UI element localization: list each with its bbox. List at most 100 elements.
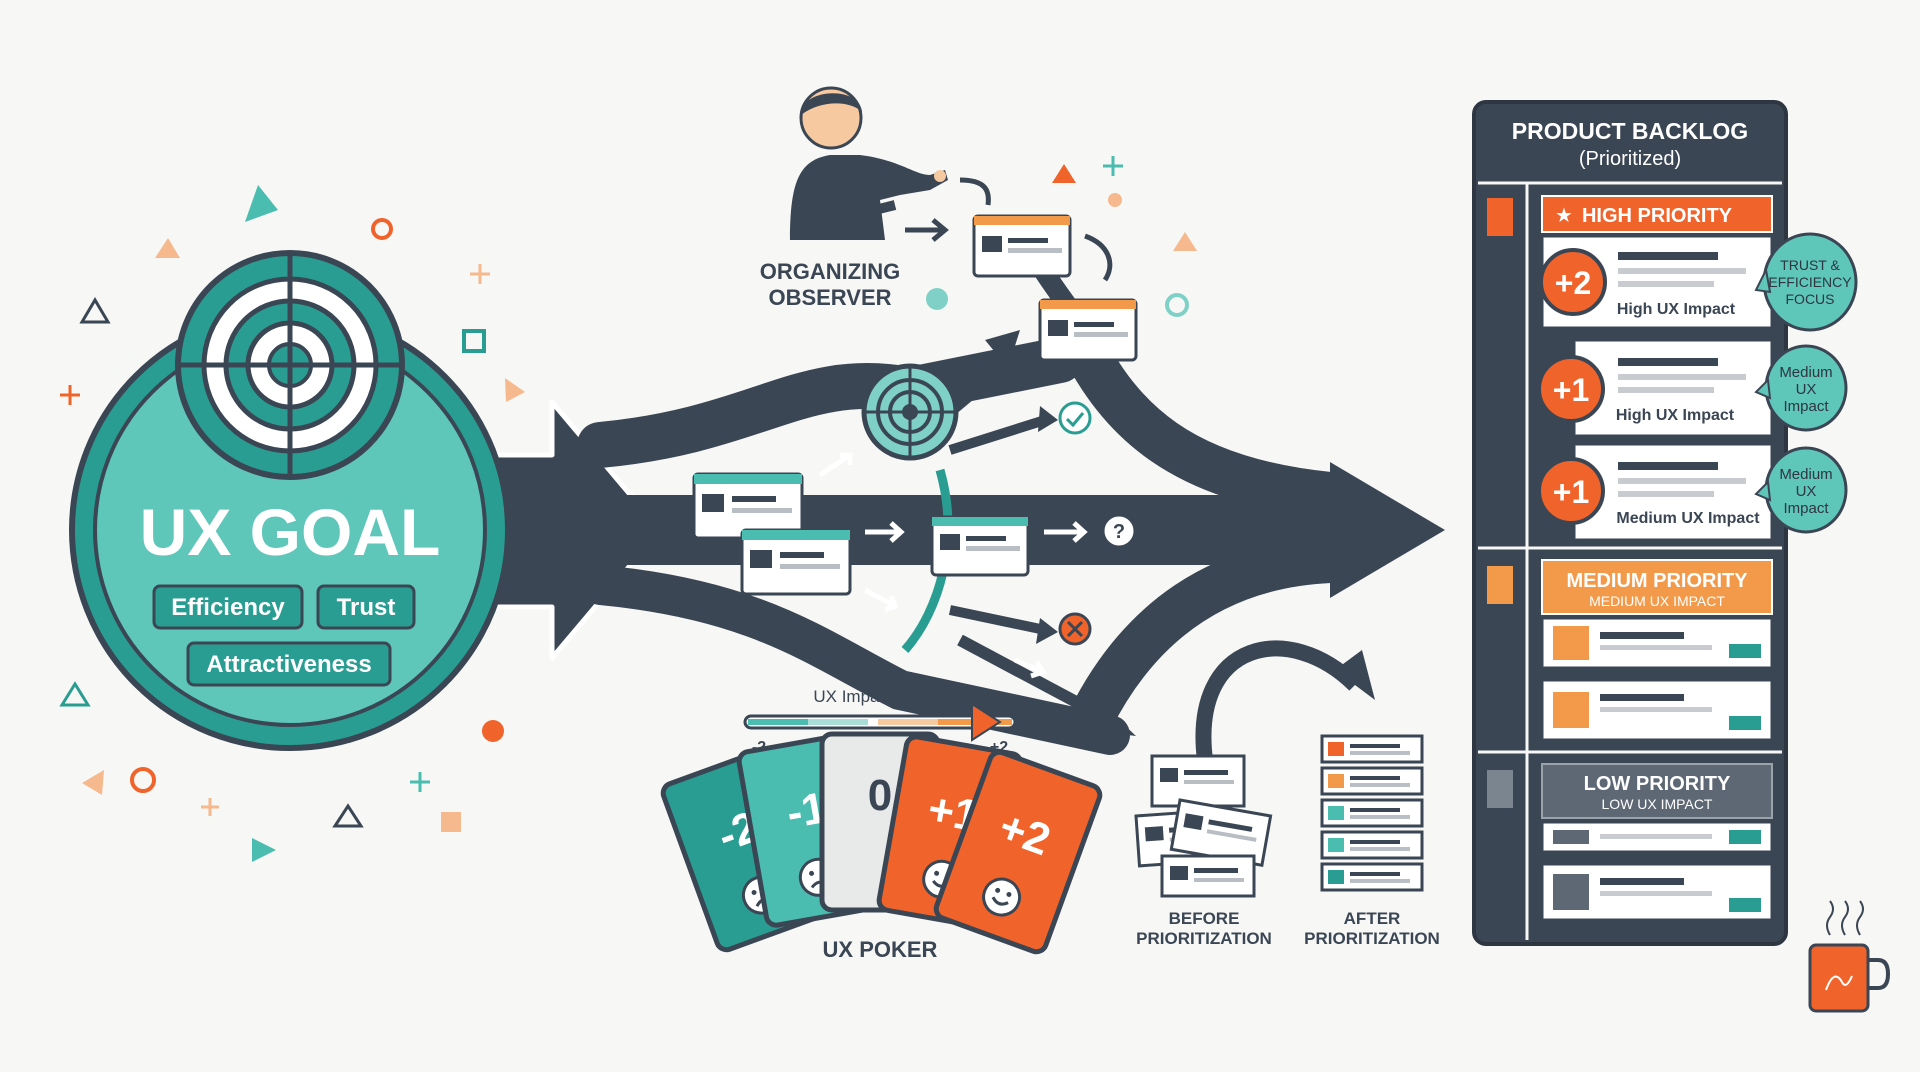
stream-arrow <box>948 605 1047 635</box>
impact-bubble: Medium UX Impact <box>1754 344 1848 432</box>
after-label-line2: PRIORITIZATION <box>1304 929 1440 948</box>
triangle-icon <box>155 238 180 258</box>
before-label-line1: BEFORE <box>1169 909 1240 928</box>
poker-card-plus2: +2 <box>933 749 1103 955</box>
curved-arrow-icon <box>1084 233 1113 282</box>
triangle-icon <box>505 378 525 402</box>
bubble-line: UX <box>1796 381 1817 398</box>
svg-text:?: ? <box>1113 521 1125 543</box>
bubble-line: Impact <box>1783 398 1829 415</box>
circle-icon <box>482 720 504 742</box>
stream-arrow <box>948 415 1047 455</box>
triangle-icon <box>79 297 111 324</box>
star-icon: ★ <box>1555 205 1573 227</box>
chip-efficiency <box>152 584 304 630</box>
plus-icon <box>1103 156 1123 176</box>
stream-arrow <box>957 634 1113 726</box>
unsorted-cards <box>1134 754 1273 898</box>
low-priority-header <box>1541 763 1773 819</box>
triangle-icon <box>245 185 278 222</box>
flow-card <box>740 528 852 596</box>
circle-icon <box>130 767 156 793</box>
flow-card <box>930 515 1030 577</box>
triangle-icon <box>82 770 104 795</box>
bubble-line: FOCUS <box>1786 291 1835 307</box>
triangle-icon <box>332 803 364 828</box>
chip-attractiveness-label: Attractiveness <box>206 651 371 678</box>
medium-priority-sub: MEDIUM UX IMPACT <box>1589 593 1725 609</box>
pointer-icon <box>971 702 1002 742</box>
backlog-item <box>1540 862 1774 922</box>
circle-icon <box>926 288 948 310</box>
check-icon <box>1058 401 1092 435</box>
priority-marker-high <box>1487 198 1513 236</box>
question-icon: ? <box>1101 513 1137 549</box>
chip-trust <box>316 584 416 630</box>
impact-bubble: Medium UX Impact <box>1754 446 1848 534</box>
chip-attractiveness <box>186 641 392 687</box>
bubble-line: Medium <box>1779 364 1832 381</box>
circle-icon <box>371 218 393 240</box>
bubble-line: UX <box>1796 483 1817 500</box>
score-badge: +1 <box>1537 355 1605 423</box>
backlog-title: PRODUCT BACKLOG <box>1512 118 1748 144</box>
chip-trust-label: Trust <box>337 594 396 621</box>
circle-icon <box>1108 193 1122 207</box>
backlog-item <box>1540 616 1774 670</box>
product-backlog: PRODUCT BACKLOG (Prioritized) ★ HIGH PRI… <box>1472 100 1788 946</box>
score-badge: +1 <box>1537 457 1605 525</box>
sorted-cards <box>1320 734 1424 892</box>
plus-icon <box>60 385 80 405</box>
bubble-line: EFFICIENCY <box>1768 274 1852 290</box>
priority-marker-low <box>1487 770 1513 808</box>
ux-goal: UX GOAL Efficiency Trust Attractiveness <box>69 250 511 751</box>
arrow-head-icon <box>1038 406 1058 432</box>
flow-card <box>692 472 804 540</box>
observer-label-line2: OBSERVER <box>768 285 891 310</box>
score-badge-value: +1 <box>1553 474 1589 510</box>
observer-person-icon <box>790 86 948 240</box>
plus-icon <box>201 798 219 816</box>
arrow-head-icon <box>1335 650 1375 700</box>
backlog-subtitle: (Prioritized) <box>1579 148 1681 170</box>
focus-bubble: TRUST & EFFICIENCY FOCUS <box>1754 232 1858 332</box>
triangle-icon <box>1052 164 1076 183</box>
medium-priority-header <box>1541 559 1773 615</box>
low-priority-sub: LOW UX IMPACT <box>1602 796 1713 812</box>
flow-arrows <box>818 452 1088 679</box>
bubble-line: Medium <box>1779 466 1832 483</box>
flow-card <box>1038 298 1138 362</box>
flow-card <box>972 214 1072 278</box>
backlog-item-label: High UX Impact <box>1616 407 1735 424</box>
poker-label: UX POKER <box>823 937 938 962</box>
smile-face-icon <box>982 877 1022 917</box>
arrow-head-icon <box>1036 618 1058 644</box>
before-label-line2: PRIORITIZATION <box>1136 929 1272 948</box>
rating-scale <box>743 702 1017 742</box>
arrow-right-icon <box>905 218 949 242</box>
low-priority-label: LOW PRIORITY <box>1584 773 1731 795</box>
square-icon <box>441 812 461 832</box>
stream-arrow <box>945 354 1015 416</box>
rating-title: UX Impact Rating <box>813 687 946 706</box>
bubble-line: TRUST & <box>1780 257 1840 273</box>
triangle-icon <box>59 681 91 707</box>
chip-efficiency-label: Efficiency <box>171 594 285 621</box>
after-label-line1: AFTER <box>1344 909 1401 928</box>
triangle-icon <box>252 838 276 862</box>
score-badge: +2 <box>1539 248 1607 316</box>
backlog-item <box>1540 820 1774 854</box>
high-priority-label: HIGH PRIORITY <box>1582 205 1733 227</box>
score-badge-value: +1 <box>1553 372 1589 408</box>
small-target-icon <box>861 363 959 461</box>
arrow-head-icon <box>1086 700 1136 736</box>
backlog-item <box>1540 678 1774 742</box>
poker-card-value: 0 <box>868 771 892 820</box>
medium-priority-label: MEDIUM PRIORITY <box>1566 570 1748 592</box>
decorative-shapes <box>59 156 1197 862</box>
backlog-item-label: High UX Impact <box>1617 301 1736 318</box>
curved-arrow-icon <box>959 177 991 206</box>
plus-icon <box>410 772 430 792</box>
plus-icon <box>470 264 490 284</box>
